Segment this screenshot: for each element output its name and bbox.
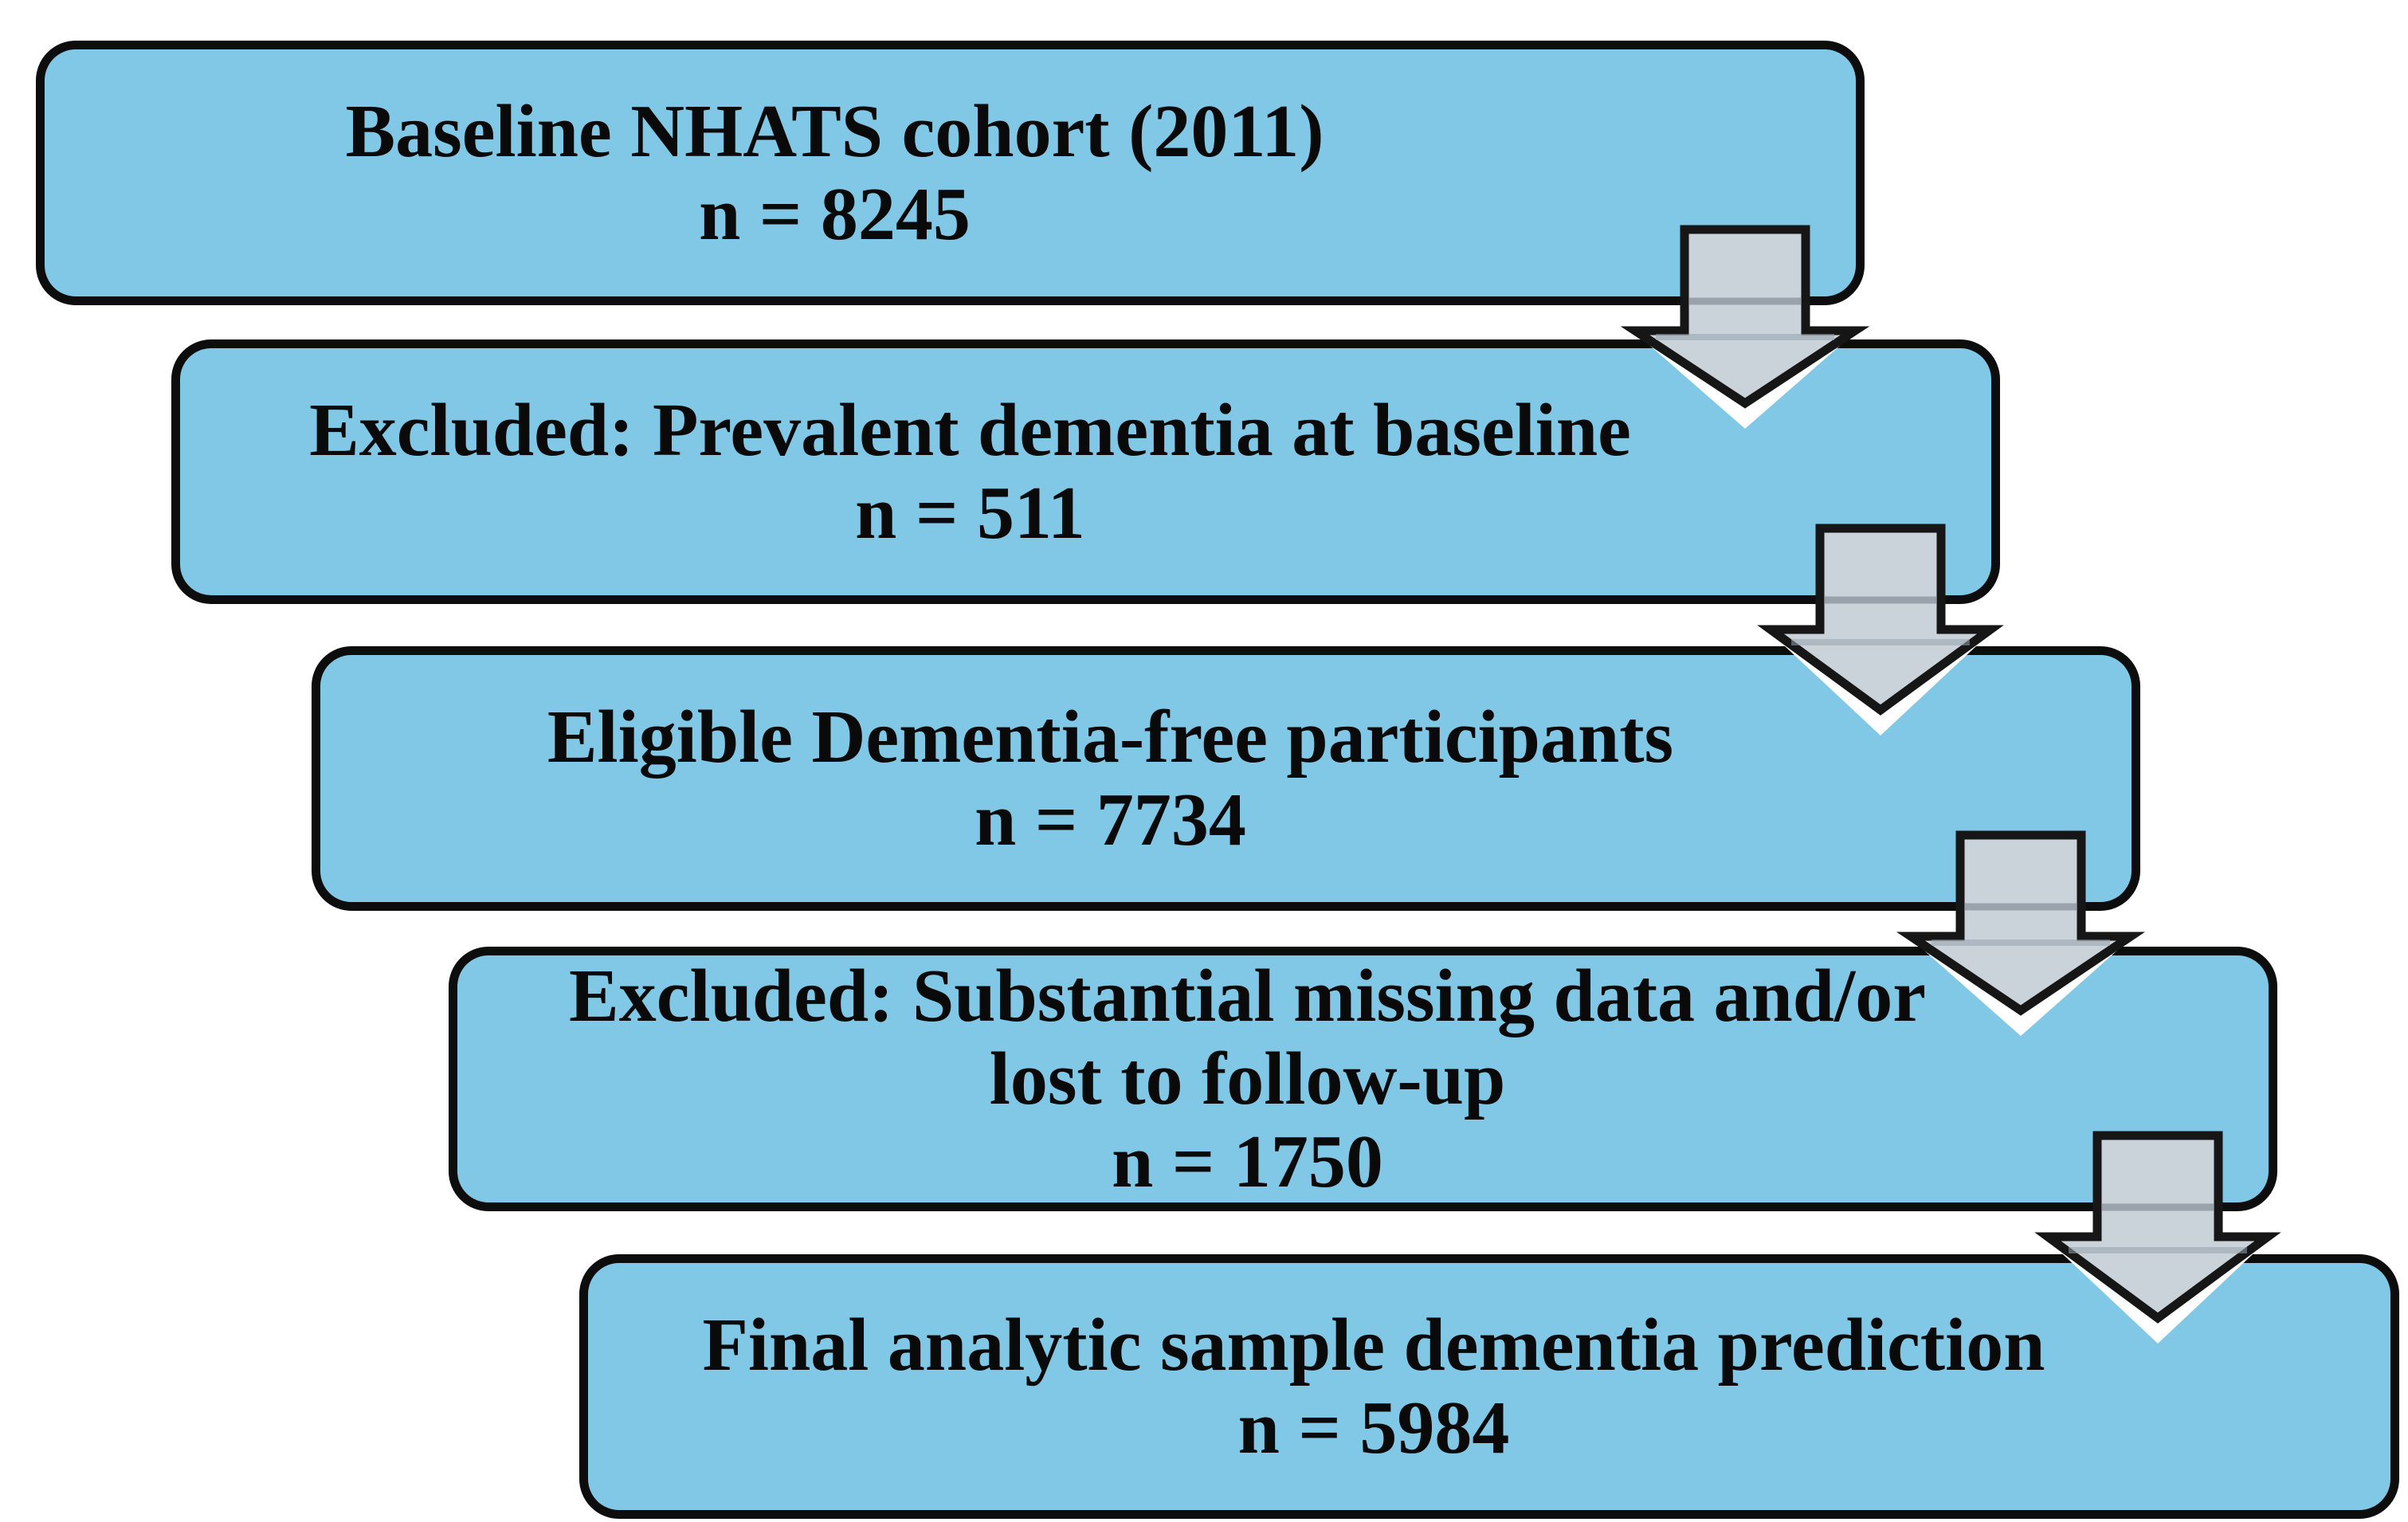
flow-box-baseline-cohort: Baseline NHATS cohort (2011) n = 8245 — [36, 41, 1865, 305]
box-line1: Eligible Dementia-free participants — [547, 696, 1674, 779]
box-text: Eligible Dementia-free participants n = … — [320, 696, 2132, 861]
box-n-label: n = 7734 — [975, 779, 1246, 861]
box-n-label: n = 511 — [855, 472, 1085, 555]
flow-box-final-analytic-sample: Final analytic sample dementia predictio… — [579, 1254, 2399, 1519]
flow-box-excluded-prevalent: Excluded: Prevalent dementia at baseline… — [171, 339, 2000, 604]
box-line1: Excluded: Prevalent dementia at baseline — [309, 389, 1631, 472]
box-text: Baseline NHATS cohort (2011) n = 8245 — [45, 90, 1856, 256]
flow-box-eligible-dementia-free: Eligible Dementia-free participants n = … — [312, 646, 2140, 911]
box-line1: Baseline NHATS cohort (2011) — [345, 90, 1324, 173]
box-n-label: n = 5984 — [1237, 1387, 1510, 1469]
box-text: Final analytic sample dementia predictio… — [588, 1304, 2390, 1469]
box-line1: Final analytic sample dementia predictio… — [702, 1304, 2045, 1387]
box-line1: Excluded: Substantial missing data and/o… — [569, 955, 1926, 1038]
box-n-label: n = 8245 — [699, 173, 971, 256]
box-text: Excluded: Substantial missing data and/o… — [457, 955, 2269, 1203]
box-n-label: n = 1750 — [1112, 1120, 1383, 1203]
box-text: Excluded: Prevalent dementia at baseline… — [180, 389, 1991, 555]
box-line2: lost to follow-up — [989, 1038, 1506, 1120]
flow-box-excluded-missing-data: Excluded: Substantial missing data and/o… — [449, 947, 2277, 1211]
